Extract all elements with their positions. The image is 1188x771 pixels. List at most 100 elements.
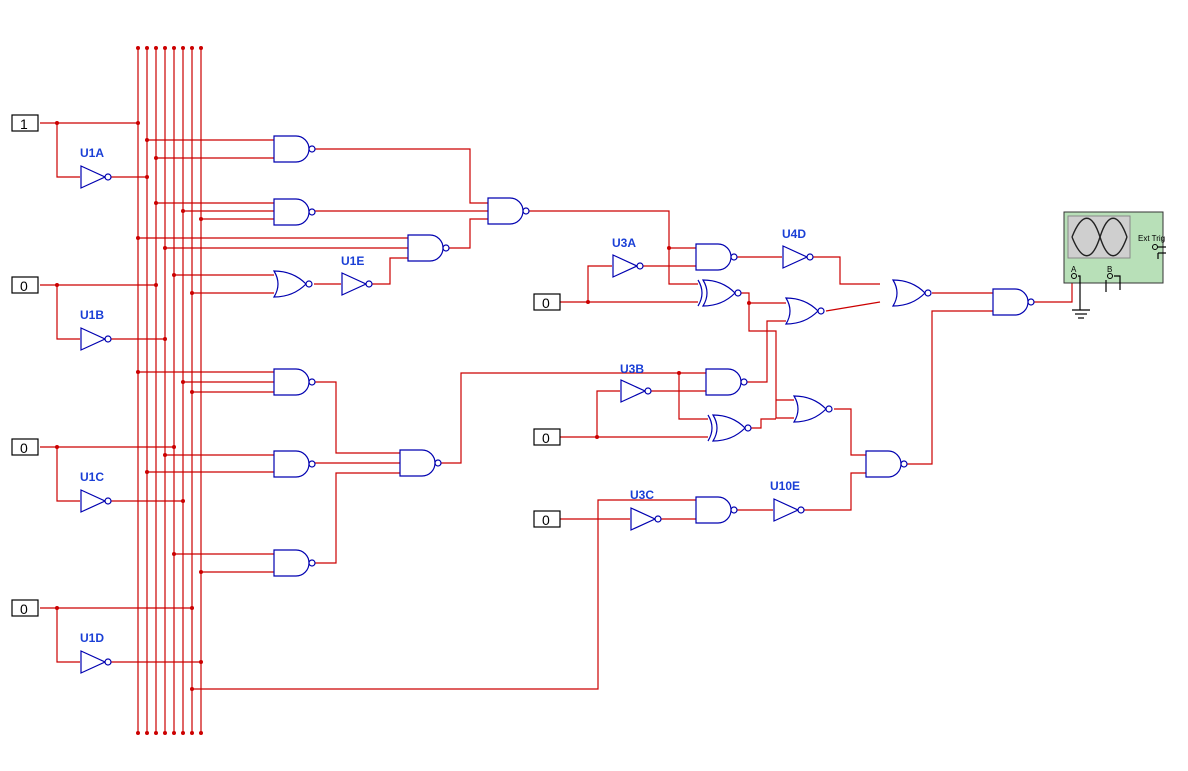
nor-gate-icon	[891, 279, 932, 307]
wires	[40, 48, 1073, 733]
junction-dot	[163, 46, 167, 50]
junction-dot	[677, 371, 681, 375]
label-u10e: U10E	[770, 479, 800, 493]
junction-dot	[163, 337, 167, 341]
label-u3a: U3A	[612, 236, 636, 250]
switch-value: 0	[20, 601, 28, 617]
nand-gate-icon	[273, 135, 316, 163]
nor-gate-icon	[792, 395, 833, 423]
channel-a-terminal[interactable]	[1071, 273, 1077, 279]
switch-value: 0	[542, 295, 550, 311]
nand-gate-icon	[487, 197, 530, 225]
not-gate-icon	[630, 507, 662, 531]
nand-gate-icon	[992, 288, 1035, 316]
xnor-gate-icon	[707, 414, 752, 442]
switch-value: 0	[542, 430, 550, 446]
junction-dot	[199, 570, 203, 574]
label-u3b: U3B	[620, 362, 644, 376]
junction-dot	[181, 46, 185, 50]
not-gate-icon	[782, 245, 814, 269]
not-gate-icon	[612, 254, 644, 278]
label-u1a: U1A	[80, 146, 104, 160]
channel-b-terminal[interactable]	[1107, 273, 1113, 279]
channel-b-label: B	[1107, 265, 1112, 274]
junction-dot	[55, 283, 59, 287]
nand-gate-icon	[695, 243, 738, 271]
junction-dot	[199, 731, 203, 735]
junction-dot	[586, 300, 590, 304]
junction-dot	[199, 217, 203, 221]
junction-dot	[190, 390, 194, 394]
junction-dot	[154, 731, 158, 735]
junction-dot	[172, 552, 176, 556]
input-switch-2[interactable]: 0	[11, 276, 39, 294]
junction-dot	[190, 687, 194, 691]
input-switch-4[interactable]: 0	[11, 599, 39, 617]
junction-dot	[154, 201, 158, 205]
ext-trig-label: Ext Trig	[1138, 234, 1165, 243]
nor-gate-icon	[272, 270, 313, 298]
junction-dot	[154, 283, 158, 287]
input-switch-1[interactable]: 1	[11, 114, 39, 132]
ground-icon	[1072, 309, 1090, 319]
input-switch-3[interactable]: 0	[11, 438, 39, 456]
label-u1e: U1E	[341, 254, 364, 268]
switch-value: 0	[20, 440, 28, 456]
not-gate-icon	[341, 272, 373, 296]
junction-dot	[136, 370, 140, 374]
junction-dots	[55, 46, 751, 735]
junction-dot	[163, 731, 167, 735]
junction-dot	[172, 273, 176, 277]
nand-gate-icon	[705, 368, 748, 396]
junction-dot	[154, 46, 158, 50]
nand-gate-icon	[273, 549, 316, 577]
junction-dot	[190, 291, 194, 295]
not-gate-icon	[773, 498, 805, 522]
junction-dot	[145, 175, 149, 179]
junction-dot	[145, 731, 149, 735]
junction-dot	[154, 156, 158, 160]
junction-dot	[181, 499, 185, 503]
junction-dot	[55, 606, 59, 610]
input-switch-7[interactable]: 0	[533, 510, 561, 528]
junction-dot	[181, 380, 185, 384]
junction-dot	[199, 660, 203, 664]
junction-dot	[181, 209, 185, 213]
nor-gate-icon	[784, 297, 825, 325]
junction-dot	[136, 731, 140, 735]
not-gate-icon	[80, 327, 112, 351]
junction-dot	[181, 731, 185, 735]
junction-dot	[136, 236, 140, 240]
label-u1b: U1B	[80, 308, 104, 322]
junction-dot	[595, 435, 599, 439]
junction-dot	[199, 46, 203, 50]
nand-gate-icon	[273, 368, 316, 396]
switch-value: 0	[542, 512, 550, 528]
switch-value: 1	[20, 116, 28, 132]
junction-dot	[145, 138, 149, 142]
nand-gate-icon	[273, 450, 316, 478]
nand-gate-icon	[865, 450, 908, 478]
label-u1c: U1C	[80, 470, 104, 484]
junction-dot	[136, 46, 140, 50]
input-switch-5[interactable]: 0	[533, 293, 561, 311]
switch-value: 0	[20, 278, 28, 294]
not-gate-icon	[80, 650, 112, 674]
junction-dot	[190, 46, 194, 50]
nand-gate-icon	[399, 449, 442, 477]
junction-dot	[172, 46, 176, 50]
oscilloscope-icon[interactable]: Ext Trig A B	[1063, 211, 1166, 310]
nand-gate-icon	[407, 234, 450, 262]
label-u4d: U4D	[782, 227, 806, 241]
not-gate-icon	[620, 379, 652, 403]
input-switch-6[interactable]: 0	[533, 428, 561, 446]
label-u1d: U1D	[80, 631, 104, 645]
junction-dot	[55, 121, 59, 125]
junction-dot	[136, 121, 140, 125]
nand-gate-icon	[695, 496, 738, 524]
junction-dot	[163, 453, 167, 457]
label-u3c: U3C	[630, 488, 654, 502]
nand-gate-icon	[273, 198, 316, 226]
junction-dot	[667, 246, 671, 250]
